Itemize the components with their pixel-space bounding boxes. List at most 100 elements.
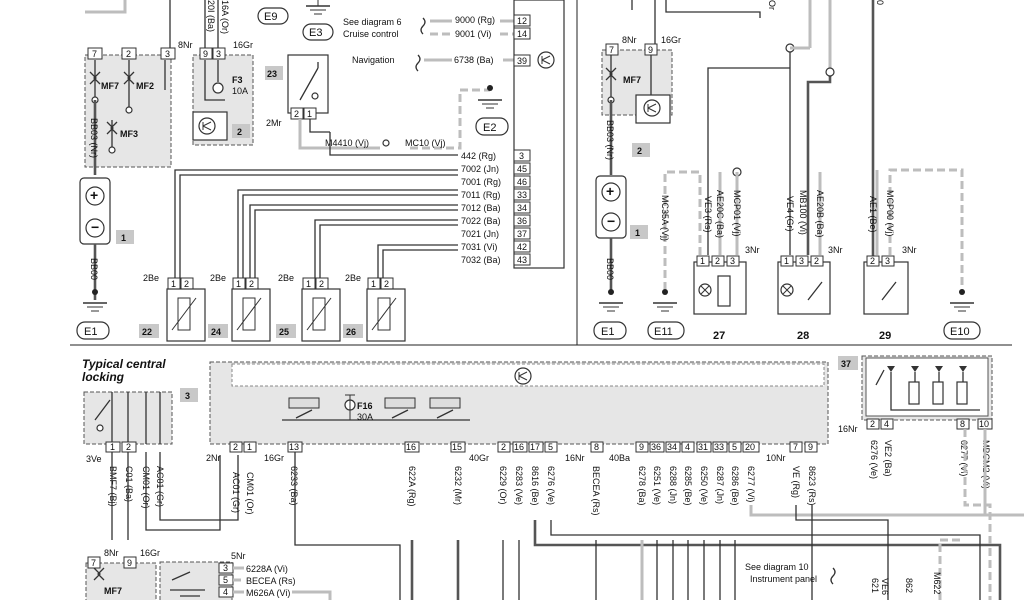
bb00-right-label: BB00	[605, 258, 615, 280]
svg-text:13: 13	[289, 442, 299, 452]
conn-16gr-lower2: 16Gr	[140, 548, 160, 558]
diagram-number-28: 28	[797, 330, 809, 342]
diagram-number-2-right: 2	[637, 146, 642, 156]
relay-mf2-label: MF2	[136, 81, 154, 91]
diagram-number-37: 37	[841, 359, 851, 369]
diagram-number-3: 3	[185, 391, 190, 401]
svg-text:24: 24	[211, 327, 221, 337]
svg-text:10: 10	[979, 419, 989, 429]
svg-text:3: 3	[799, 256, 804, 266]
conn-16gr-lower: 16Gr	[264, 453, 284, 463]
relay-mf7-lower: MF7	[104, 586, 122, 596]
svg-text:6229 (Or): 6229 (Or)	[498, 466, 508, 505]
svg-text:2: 2	[384, 279, 389, 289]
diagram-number-26: 23	[267, 69, 277, 79]
bb00-label: BB00	[89, 258, 99, 280]
earth-e2-box	[475, 117, 509, 136]
top-0-label: 0	[875, 0, 885, 5]
svg-text:2: 2	[249, 279, 254, 289]
svg-text:43: 43	[517, 255, 527, 265]
svg-text:2: 2	[870, 256, 875, 266]
svg-text:2Be: 2Be	[143, 273, 159, 283]
svg-text:8: 8	[960, 419, 965, 429]
svg-text:1: 1	[307, 109, 312, 119]
svg-text:BECEA (Rs): BECEA (Rs)	[591, 466, 601, 516]
svg-text:5: 5	[548, 442, 553, 452]
svg-text:6277 (Vi): 6277 (Vi)	[746, 466, 756, 502]
svg-text:6276 (Ve): 6276 (Ve)	[546, 466, 556, 505]
relay-block-lower	[85, 562, 157, 600]
svg-text:36: 36	[517, 216, 527, 226]
svg-text:7: 7	[92, 49, 97, 59]
svg-text:2: 2	[233, 442, 238, 452]
ecu-pin-column: 12 14 39 3 45 46 33 34 36 37 42 43	[513, 14, 531, 266]
transistor-icon-module4	[514, 367, 532, 385]
svg-text:7: 7	[609, 45, 614, 55]
svg-text:2: 2	[126, 442, 131, 452]
wire-bundle-left: 442 (Rg) 7002 (Jn) 7001 (Rg) 7011 (Rg) 7…	[174, 132, 501, 280]
battery-icon-left: + −	[79, 177, 111, 245]
svg-text:17: 17	[530, 442, 540, 452]
earth-e1-symbol	[83, 289, 107, 312]
sensor-23: 2Be 1 2 25	[210, 273, 296, 342]
svg-text:6233 (Ba): 6233 (Ba)	[289, 466, 299, 506]
bb03-right-label: BB03 (Nr)	[605, 120, 615, 160]
svg-text:31: 31	[698, 442, 708, 452]
svg-text:862: 862	[904, 578, 914, 593]
ve3-label: VE3 (Rs)	[703, 196, 713, 233]
conn-8nr-label: 8Nr	[178, 40, 193, 50]
transistor-icon	[537, 51, 555, 69]
svg-text:46: 46	[517, 177, 527, 187]
svg-text:1: 1	[247, 442, 252, 452]
conn-16gr-label: 16Gr	[233, 40, 253, 50]
conn-3ve: 3Ve	[86, 454, 102, 464]
earth-e11-label: E11	[654, 326, 673, 338]
svg-text:25: 25	[279, 327, 289, 337]
svg-text:3: 3	[216, 49, 221, 59]
svg-text:2Be: 2Be	[345, 273, 361, 283]
conn-2mr-label: 2Mr	[266, 118, 282, 128]
conn-16nr-37: 16Nr	[838, 424, 858, 434]
svg-text:6287 (Jn): 6287 (Jn)	[715, 466, 725, 504]
svg-text:VE (Rg): VE (Rg)	[791, 466, 801, 498]
svg-text:7: 7	[793, 442, 798, 452]
svg-text:+: +	[606, 183, 614, 199]
svg-text:6250 (Ve): 6250 (Ve)	[699, 466, 709, 505]
conn-8nr-right: 8Nr	[622, 35, 637, 45]
svg-text:−: −	[607, 213, 615, 229]
svg-text:+: +	[90, 187, 98, 203]
svg-text:4: 4	[884, 419, 889, 429]
conn-8nr-lower: 8Nr	[104, 548, 119, 558]
svg-text:3: 3	[519, 151, 524, 161]
svg-text:C01 (Ba): C01 (Ba)	[124, 466, 134, 502]
f3-wire-label: 20I (Ba)	[206, 0, 216, 32]
svg-text:6286 (Be): 6286 (Be)	[730, 466, 740, 506]
conn-2nr: 2Nr	[206, 453, 221, 463]
switch-26-box	[287, 54, 329, 114]
navigation-text: Navigation	[352, 55, 395, 65]
svg-text:7022 (Ba): 7022 (Ba)	[461, 216, 501, 226]
svg-text:6283 (Ve): 6283 (Ve)	[514, 466, 524, 505]
svg-text:5: 5	[223, 575, 228, 585]
svg-text:1: 1	[371, 279, 376, 289]
earth-e2-symbol	[478, 85, 502, 109]
svg-text:6278 (Ba): 6278 (Ba)	[637, 466, 647, 506]
f3-wire-label-2: 16A (Or)	[220, 0, 230, 34]
svg-text:4: 4	[223, 587, 228, 597]
conn-10nr: 10Nr	[766, 453, 786, 463]
earth-e10-label: E10	[950, 326, 970, 338]
relay-mf7-label: MF7	[101, 81, 119, 91]
diagram-number-1: 1	[121, 233, 126, 243]
ae20c-label: AE20C (Ba)	[715, 190, 725, 238]
earth-e1-right-box	[593, 321, 627, 340]
module4-wire-labels: AC01 (Gr) CM01 (Or) 6233 (Ba) 622A (Rg) …	[231, 466, 817, 516]
svg-text:34: 34	[517, 203, 527, 213]
svg-text:22: 22	[142, 327, 152, 337]
svg-text:1: 1	[306, 279, 311, 289]
svg-text:1: 1	[171, 279, 176, 289]
svg-text:3: 3	[730, 256, 735, 266]
fuse-f3-rating: 10A	[232, 86, 248, 96]
svg-text:1: 1	[236, 279, 241, 289]
battery-icon-right: + −	[595, 175, 627, 239]
earth-e10-symbol	[950, 289, 974, 312]
